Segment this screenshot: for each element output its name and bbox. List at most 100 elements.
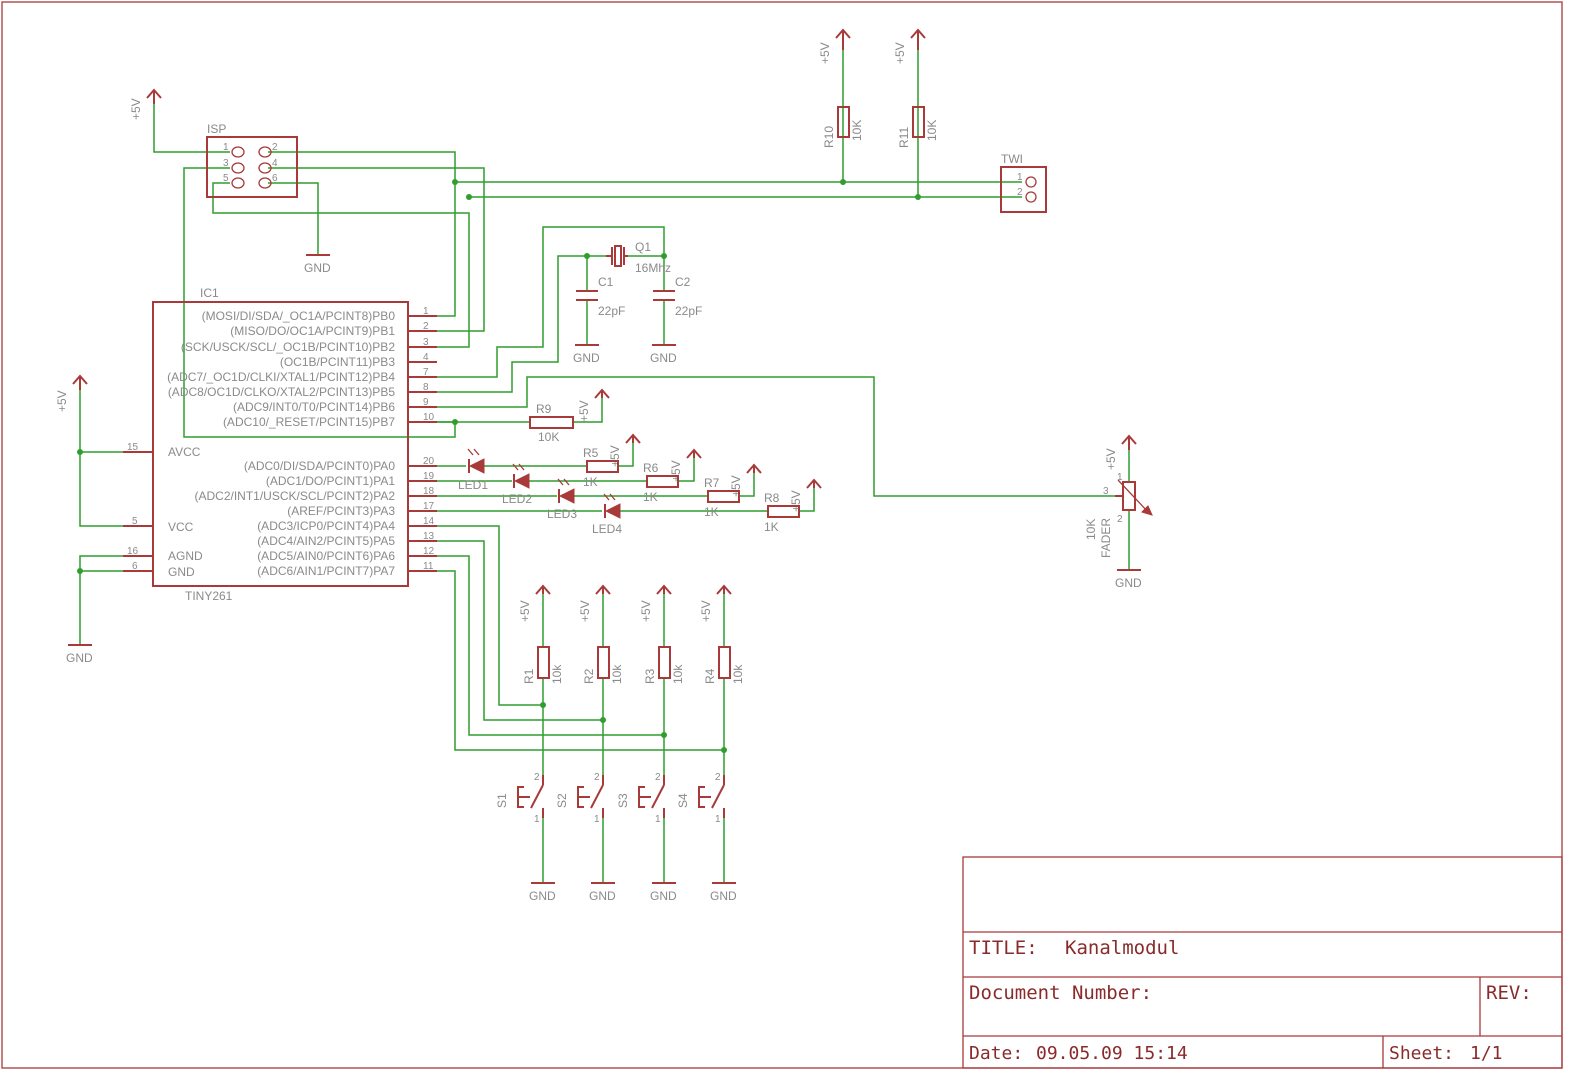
svg-text:2: 2	[1117, 514, 1123, 525]
ic-pin-label: (ADC2/INT1/USCK/SCL/PCINT2)PA2	[195, 489, 396, 503]
ic-pin-num: 12	[423, 546, 435, 557]
ic-pin-num: 8	[423, 382, 429, 393]
ic-pin-num: 13	[423, 531, 435, 542]
svg-text:10k: 10k	[550, 664, 564, 684]
svg-text:10K: 10K	[850, 120, 864, 141]
svg-text:GND: GND	[650, 351, 677, 365]
sheet-label: Sheet:	[1389, 1043, 1454, 1064]
twi-pin-num: 2	[1017, 187, 1023, 198]
vcc-arrow-icon: +5V	[669, 448, 702, 482]
ic-pin-num: 6	[132, 561, 138, 572]
resistor-r3: R3 10k	[643, 646, 685, 684]
rev-label: REV:	[1486, 982, 1532, 1004]
svg-text:C1: C1	[598, 275, 614, 289]
ground-icon: GND	[304, 254, 331, 275]
resistor-r10: R10 10K	[822, 106, 864, 148]
svg-text:2: 2	[594, 772, 600, 783]
vcc-arrow-icon: +5V	[699, 584, 732, 622]
capacitor-c1: C1 22pF	[576, 275, 625, 318]
vcc-arrow-icon: +5V	[789, 478, 822, 512]
ic-pin-label: AGND	[168, 549, 203, 563]
svg-text:10k: 10k	[610, 664, 624, 684]
ic-pin-num: 15	[127, 442, 139, 453]
isp-pin-num: 5	[223, 173, 229, 184]
svg-text:GND: GND	[589, 889, 616, 903]
svg-text:LED1: LED1	[458, 478, 488, 492]
svg-text:1: 1	[534, 814, 540, 825]
ic-pin-label: (MISO/DO/OC1A/PCINT9)PB1	[230, 324, 395, 338]
svg-text:R4: R4	[703, 668, 717, 684]
ic-pin-label: (OC1B/PCINT11)PB3	[280, 355, 395, 369]
svg-text:10K: 10K	[925, 120, 939, 141]
switch-s2: 2 1 S2	[555, 772, 604, 825]
svg-text:+5V: +5V	[578, 600, 592, 622]
svg-text:1K: 1K	[764, 520, 779, 534]
ic-pin-label: (ADC5/AIN0/PCINT6)PA6	[257, 549, 395, 563]
svg-text:R5: R5	[583, 446, 599, 460]
svg-text:+5V: +5V	[669, 460, 683, 482]
isp-pin-num: 6	[272, 173, 278, 184]
svg-text:GND: GND	[304, 261, 331, 275]
switch-s4: 2 1 S4	[676, 772, 725, 825]
ic-pin-label: (AREF/PCINT3)PA3	[287, 504, 395, 518]
svg-text:FADER: FADER	[1099, 518, 1113, 558]
svg-text:GND: GND	[66, 651, 93, 665]
svg-text:10k: 10k	[731, 664, 745, 684]
vcc-arrow-icon: +5V	[893, 28, 926, 64]
resistor-r5: R5 1K	[583, 446, 619, 489]
svg-text:1K: 1K	[643, 490, 658, 504]
isp-pin-num: 2	[272, 142, 278, 153]
ic-pin-label: (SCK/USCK/SCL/_OC1B/PCINT10)PB2	[181, 340, 395, 354]
svg-text:+5V: +5V	[699, 600, 713, 622]
svg-text:S2: S2	[555, 793, 569, 808]
svg-text:+5V: +5V	[639, 600, 653, 622]
led-1: LED1	[458, 448, 488, 492]
svg-text:10K: 10K	[538, 430, 559, 444]
ic-pin-label: (ADC0/DI/SDA/PCINT0)PA0	[244, 459, 395, 473]
svg-text:LED3: LED3	[547, 507, 577, 521]
resistor-r4: R4 10k	[703, 646, 745, 684]
twi-connector: TWI 1 2	[1000, 152, 1047, 213]
svg-text:+5V: +5V	[518, 600, 532, 622]
capacitor-c2: C2 22pF	[653, 275, 702, 318]
title-block: TITLE: Kanalmodul Document Number: REV: …	[962, 856, 1563, 1069]
svg-text:GND: GND	[650, 889, 677, 903]
svg-text:R7: R7	[704, 476, 720, 490]
svg-text:LED2: LED2	[502, 492, 532, 506]
ic-pin-num: 9	[423, 397, 429, 408]
svg-text:2: 2	[534, 772, 540, 783]
fader-potentiometer: 1 3 2 10K FADER	[1084, 472, 1153, 558]
svg-text:+5V: +5V	[577, 400, 591, 422]
ic-pin-label: (ADC7/_OC1D/CLKI/XTAL1/PCINT12)PB4	[167, 370, 395, 384]
ic-pin-label: (ADC10/_RESET/PCINT15)PB7	[223, 415, 395, 429]
vcc-arrow-icon: +5V	[129, 88, 162, 120]
svg-text:22pF: 22pF	[675, 304, 702, 318]
svg-text:R2: R2	[582, 668, 596, 684]
vcc-arrow-icon: +5V	[518, 584, 551, 622]
ground-icon: GND	[650, 882, 677, 903]
ic-pin-num: 2	[423, 321, 429, 332]
svg-text:R1: R1	[522, 668, 536, 684]
svg-text:R6: R6	[643, 461, 659, 475]
svg-text:+5V: +5V	[129, 98, 143, 120]
svg-text:R8: R8	[764, 491, 780, 505]
ic-pin-num: 10	[423, 412, 435, 423]
wires	[79, 50, 1130, 883]
svg-text:+5V: +5V	[608, 445, 622, 467]
ic-pin-label: (ADC6/AIN1/PCINT7)PA7	[257, 564, 395, 578]
led-4: LED4	[592, 493, 622, 536]
svg-text:10K: 10K	[1084, 519, 1098, 540]
vcc-arrow-icon: +5V	[818, 28, 851, 64]
ic-pin-label: AVCC	[168, 445, 201, 459]
switch-s3: 2 1 S3	[616, 772, 665, 825]
svg-text:R11: R11	[897, 127, 911, 148]
ground-icon: GND	[1115, 569, 1142, 590]
crystal-q1: Q1 16Mhz	[606, 240, 671, 275]
ic-pin-num: 3	[423, 337, 429, 348]
ic-pin-label: (ADC1/DO/PCINT1)PA1	[266, 474, 395, 488]
ic-pin-num: 16	[127, 546, 139, 557]
isp-pin-num: 3	[223, 158, 229, 169]
ground-icon: GND	[529, 882, 556, 903]
svg-text:Q1: Q1	[635, 240, 651, 254]
